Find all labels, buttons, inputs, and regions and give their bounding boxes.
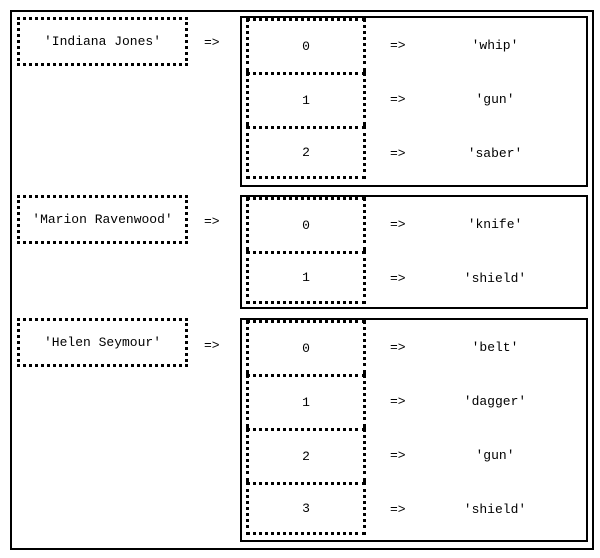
row-arrow: => [390,501,406,517]
row-arrow: => [390,37,406,53]
array-index: 0 [246,197,366,251]
array-value: 'whip' [471,37,519,53]
row-arrow: => [390,145,406,161]
array-row: 1 => 'shield' [242,251,586,305]
key-indiana-jones: 'Indiana Jones' [17,17,188,66]
row-arrow: => [390,447,406,463]
array-index: 3 [246,482,366,535]
value-array-group: 0 => 'belt' 1 => 'dagger' 2 => 'gun' 3 =… [240,318,588,542]
array-row: 2 => 'saber' [242,126,586,180]
array-value: 'knife' [467,216,523,232]
array-row: 0 => 'belt' [242,320,586,374]
row-arrow: => [390,270,406,286]
array-row: 0 => 'whip' [242,18,586,72]
value-array-group: 0 => 'whip' 1 => 'gun' 2 => 'saber' [240,16,588,187]
array-row: 0 => 'knife' [242,197,586,251]
array-value: 'shield' [463,501,527,517]
array-value: 'saber' [467,145,523,161]
outer-frame [10,10,594,550]
array-index: 0 [246,18,366,72]
array-row: 3 => 'shield' [242,482,586,536]
value-array-group: 0 => 'knife' 1 => 'shield' [240,195,588,309]
key-arrow: => [204,338,220,353]
array-index: 2 [246,428,366,482]
array-value: 'dagger' [463,393,527,409]
key-arrow: => [204,35,220,50]
array-index: 2 [246,126,366,179]
row-arrow: => [390,339,406,355]
array-index: 1 [246,374,366,428]
array-value: 'belt' [471,339,519,355]
array-row: 1 => 'gun' [242,72,586,126]
array-value: 'shield' [463,270,527,286]
key-marion-ravenwood: 'Marion Ravenwood' [17,195,188,244]
key-arrow: => [204,214,220,229]
array-index: 1 [246,251,366,304]
array-index: 0 [246,320,366,374]
array-row: 2 => 'gun' [242,428,586,482]
row-arrow: => [390,91,406,107]
row-arrow: => [390,216,406,232]
key-helen-seymour: 'Helen Seymour' [17,318,188,367]
array-value: 'gun' [475,91,515,107]
array-index: 1 [246,72,366,126]
array-value: 'gun' [475,447,515,463]
row-arrow: => [390,393,406,409]
array-row: 1 => 'dagger' [242,374,586,428]
